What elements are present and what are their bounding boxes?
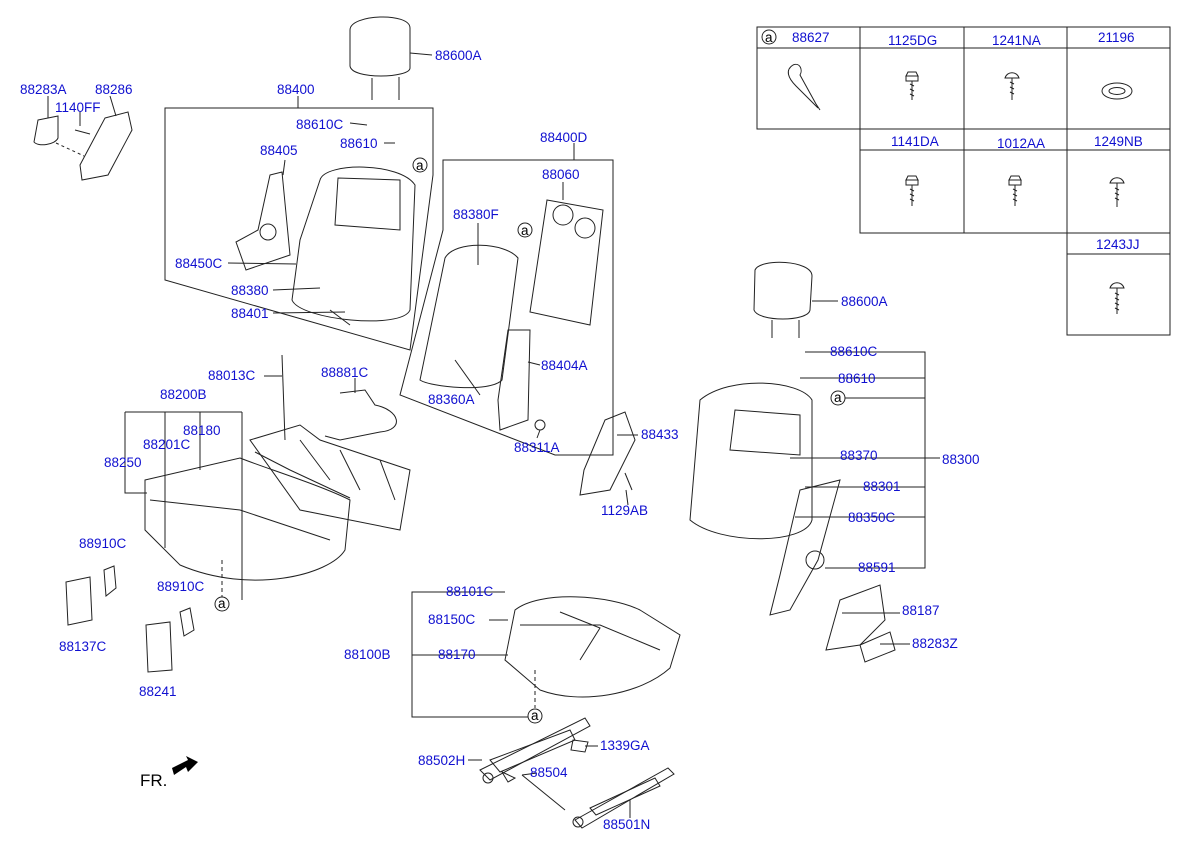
table-part-21196: 21196 (1098, 30, 1135, 45)
callout-a-88300: a (834, 390, 842, 405)
headrest-88600A-right (753, 261, 838, 338)
label-88283A: 88283A (20, 82, 67, 97)
label-88101C: 88101C (446, 584, 494, 599)
label-88501N: 88501N (603, 817, 651, 832)
table-part-1243JJ: 1243JJ (1096, 237, 1140, 252)
label-88350C: 88350C (848, 510, 896, 525)
label-88360A: 88360A (428, 392, 475, 407)
label-88910C-b: 88910C (157, 579, 205, 594)
label-88401: 88401 (231, 306, 269, 321)
pad-88137C (65, 576, 93, 626)
label-88610-top: 88610 (340, 136, 378, 151)
part-88433 (579, 411, 636, 496)
part-88283Z (859, 631, 896, 663)
label-88300: 88300 (942, 452, 980, 467)
table-part-1012AA: 1012AA (997, 136, 1046, 151)
pad-88241 (145, 621, 173, 673)
rod-88504 (521, 774, 566, 811)
label-88610C-right: 88610C (830, 344, 878, 359)
seatback-88300 (689, 351, 940, 616)
label-88400D: 88400D (540, 130, 588, 145)
label-88610C-top: 88610C (296, 117, 344, 132)
label-88450C: 88450C (175, 256, 223, 271)
callout-a-88400D: a (521, 223, 529, 238)
table-part-1141DA: 1141DA (891, 134, 939, 149)
label-88380: 88380 (231, 283, 269, 298)
label-88370: 88370 (840, 448, 878, 463)
label-88881C: 88881C (321, 365, 369, 380)
label-88591: 88591 (858, 560, 896, 575)
side-cover-88283A (33, 95, 133, 181)
harness-88881C (324, 389, 397, 441)
label-88150C: 88150C (428, 612, 476, 627)
label-88180: 88180 (183, 423, 221, 438)
rail-88501N (572, 767, 675, 829)
front-arrow-icon (172, 756, 198, 775)
nut-1339GA (570, 739, 589, 753)
label-1339GA: 1339GA (600, 738, 650, 753)
front-direction-label: FR. (140, 771, 168, 790)
callout-a-table: a (765, 30, 773, 45)
callout-a-cushion: a (218, 596, 226, 611)
label-88250: 88250 (104, 455, 142, 470)
label-88301: 88301 (863, 479, 901, 494)
label-88502H: 88502H (418, 753, 466, 768)
hook-clip-icon (787, 63, 821, 111)
label-88400: 88400 (277, 82, 315, 97)
part-88187 (825, 584, 886, 651)
bracket-88910C-b (179, 607, 195, 637)
label-88013C: 88013C (208, 368, 256, 383)
label-88200B: 88200B (160, 387, 207, 402)
label-88504: 88504 (530, 765, 568, 780)
headrest-88600A-top (349, 16, 433, 100)
table-part-1125DG: 1125DG (888, 33, 938, 48)
label-88404A: 88404A (541, 358, 588, 373)
label-88405: 88405 (260, 143, 298, 158)
rod-88013C (281, 354, 286, 441)
table-part-88627: 88627 (792, 30, 830, 45)
label-88380F: 88380F (453, 207, 499, 222)
label-1140FF: 1140FF (55, 100, 101, 115)
label-88286: 88286 (95, 82, 133, 97)
label-88060: 88060 (542, 167, 580, 182)
callout-a-88400: a (416, 158, 424, 173)
label-88433: 88433 (641, 427, 679, 442)
leader-lines (227, 122, 910, 818)
rail-88502H (468, 717, 591, 784)
label-88600A-right: 88600A (841, 294, 888, 309)
label-88283Z: 88283Z (912, 636, 958, 651)
label-88241: 88241 (139, 684, 177, 699)
table-part-1249NB: 1249NB (1094, 134, 1143, 149)
hardware-table-grid (756, 26, 1171, 336)
label-1129AB: 1129AB (601, 503, 649, 518)
label-88610-right: 88610 (838, 371, 876, 386)
screw-icons (905, 71, 1133, 314)
seatback-group-88400 (164, 96, 434, 351)
cushion-frame-88200B (124, 411, 411, 612)
label-88201C: 88201C (143, 437, 191, 452)
label-88170: 88170 (438, 647, 476, 662)
bracket-88910C-a (103, 565, 117, 597)
cushion-88100B (411, 591, 681, 724)
label-88187: 88187 (902, 603, 940, 618)
seatback-group-88400D (399, 159, 614, 456)
label-88910C-a: 88910C (79, 536, 127, 551)
label-88137C: 88137C (59, 639, 107, 654)
table-part-1241NA: 1241NA (992, 33, 1041, 48)
label-88100B: 88100B (344, 647, 391, 662)
label-88311A: 88311A (514, 440, 560, 455)
callout-a-88100B: a (531, 708, 539, 723)
label-88600A-top: 88600A (435, 48, 482, 63)
